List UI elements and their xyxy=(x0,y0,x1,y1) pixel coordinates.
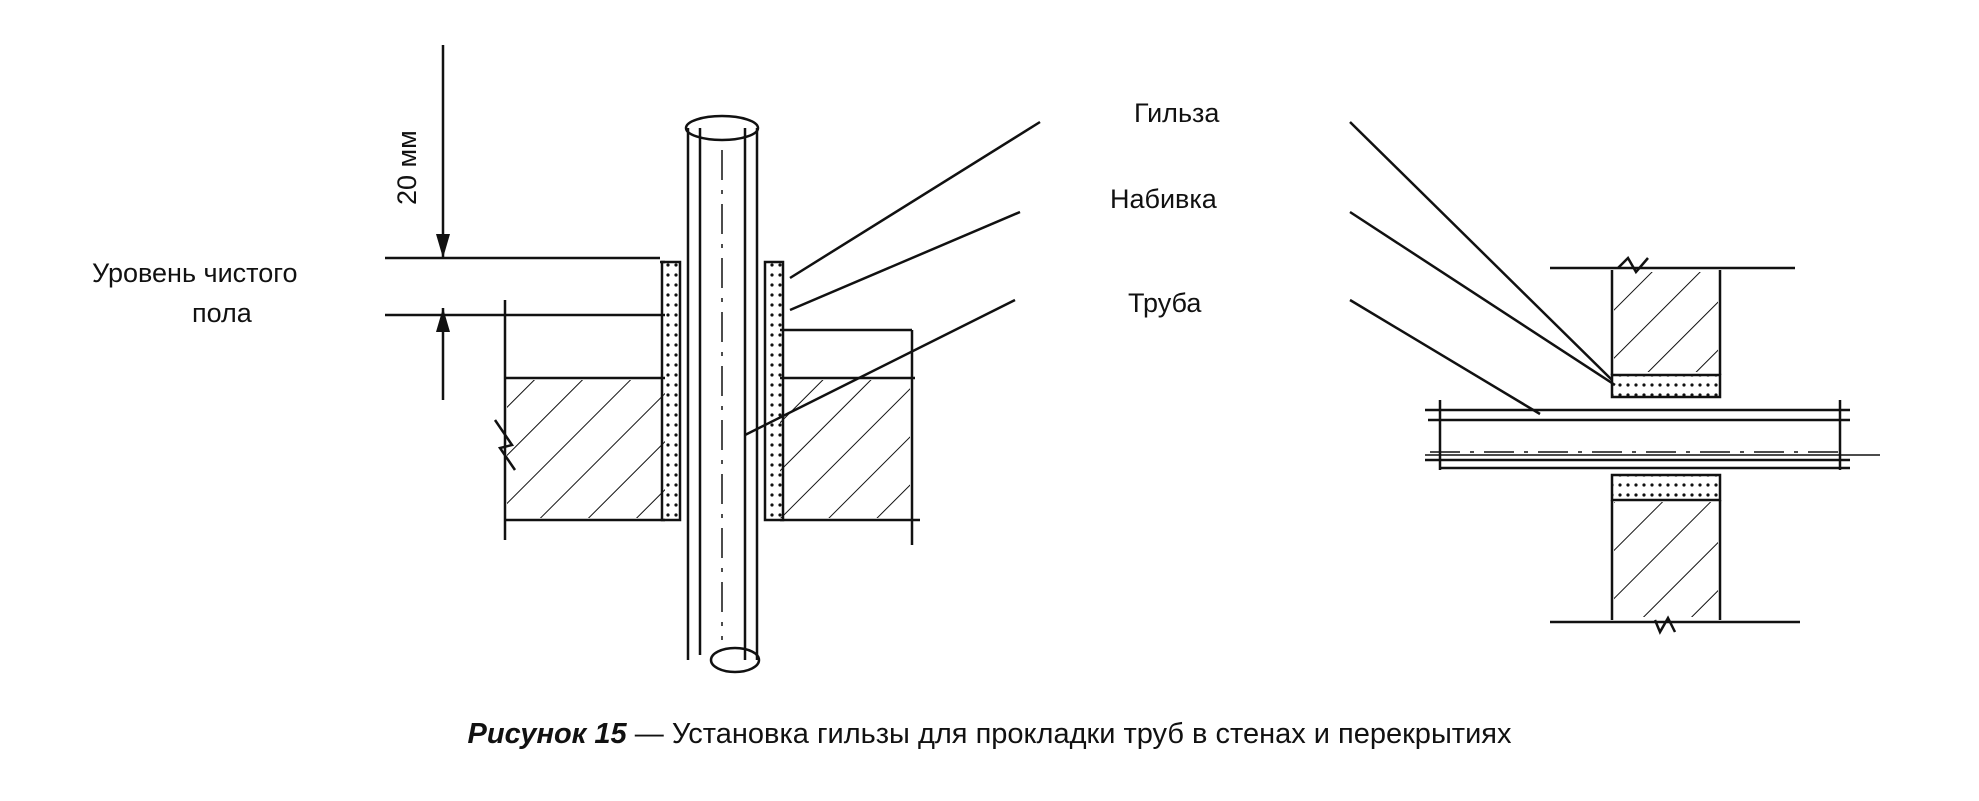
sleeve-label: Гильза xyxy=(1134,98,1220,128)
floor-section xyxy=(385,45,1880,674)
floor-level-label: Уровень чистого xyxy=(92,258,298,288)
dimension-label: 20 мм xyxy=(392,130,422,205)
figure-number: Рисунок 15 xyxy=(467,718,627,750)
caption-text: Установка гильзы для прокладки труб в ст… xyxy=(671,718,1512,750)
caption-separator: — xyxy=(626,718,672,750)
figure-caption: Рисунок 15 — Установка гильзы для прокла… xyxy=(0,718,1979,751)
pipe-label: Труба xyxy=(1128,288,1202,318)
floor-level-label-line2: пола xyxy=(192,298,252,328)
packing-label: Набивка xyxy=(1110,184,1217,214)
